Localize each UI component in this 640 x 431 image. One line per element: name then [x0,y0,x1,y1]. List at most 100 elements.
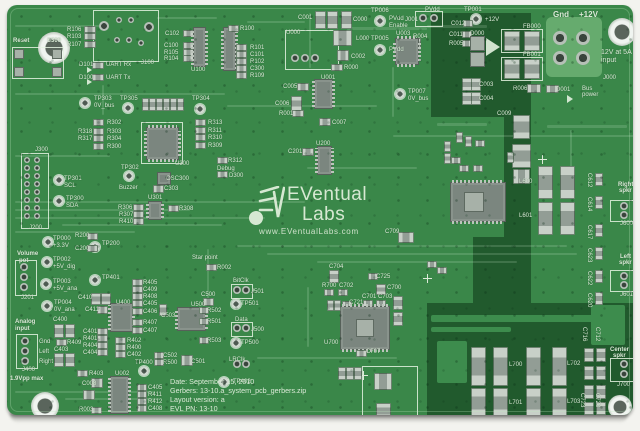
silkscreen-label: TP006 [371,8,389,14]
pin-header-pad [24,213,30,219]
test-point [231,299,241,309]
silkscreen-label: Analog [15,319,36,325]
smd-component [527,84,541,93]
through-hole-pad [20,273,28,281]
through-hole-pad [242,286,250,294]
smd-component [154,352,164,359]
smd-component [444,141,451,152]
silkscreen-label: C725 [376,274,391,280]
test-point [54,175,64,185]
test-point [375,16,385,26]
smd-component [524,31,540,51]
smd-component [91,407,102,414]
silkscreen-label: L000 [356,36,370,42]
smd-component [337,50,349,61]
smd-component [115,344,126,351]
smd-component [159,304,167,316]
smd-component [595,196,603,209]
note-layout-version: Layout version: a [170,395,225,404]
silkscreen-label: L701 [509,400,523,406]
smd-component [315,11,326,29]
silkscreen-label: D101 [79,62,94,68]
pin-header-pad [34,165,40,171]
silkscreen-label: 0V_bus [94,103,115,109]
smd-component [97,349,108,356]
silkscreen-label: J501 [251,289,265,295]
silkscreen-label: J500 [251,327,265,333]
silkscreen-label: C703 [378,294,393,300]
smd-component [133,211,144,218]
silkscreen-label: J100 [141,60,155,66]
silkscreen-label: input [15,326,30,332]
smd-component [538,202,553,235]
silkscreen-label: C404 [83,350,98,356]
smd-component [65,353,75,367]
smd-component [87,245,98,252]
smd-component [77,370,88,377]
smd-component [195,119,206,126]
silkscreen-label: C008 [82,381,97,387]
silkscreen-label: R318 [78,129,93,135]
silkscreen-label: FB000 [523,24,541,30]
logo-name-top: EVentual [287,184,368,205]
silkscreen-label: TP300 [66,196,84,202]
trace [570,130,572,185]
silkscreen-label: R402 [127,338,142,344]
smd-component [137,398,147,405]
test-point [123,103,133,113]
silkscreen-label: L600 [519,179,533,185]
silkscreen-label: C200 [75,246,90,252]
silkscreen-label: R412 [148,399,163,405]
diode-symbol-icon [486,38,500,56]
silkscreen-outline [16,334,38,369]
silkscreen-label: R317 [78,136,93,142]
smd-component [471,388,486,415]
note-gerbers: Gerbers: 13-10.a_system_pcb_gerbers.zip [170,386,307,395]
copper-channel [431,315,621,322]
pin-header-pad [34,157,40,163]
ic-chip [108,376,131,414]
silkscreen-label: S300 [47,38,62,44]
silkscreen-label: R102 [250,59,265,65]
smd-component [170,98,177,111]
test-point [80,98,90,108]
smd-component [354,367,362,380]
through-hole-pad [576,31,590,45]
silkscreen-label: C405 [148,385,163,391]
silkscreen-label: R304 [107,136,122,142]
silkscreen-label: BitClk [233,278,249,284]
silkscreen-label: R311 [208,128,222,134]
silkscreen-label: R312 [228,158,243,164]
smd-component [132,319,143,326]
smd-component [195,142,206,149]
ic-chip [157,172,171,185]
ic-chip-body [393,41,421,62]
silkscreen-label: C400 [53,317,68,323]
silkscreen-label: R100 [240,26,255,32]
silkscreen-label: TP301 [64,176,82,182]
smd-component [451,157,461,164]
silkscreen-outline [231,284,253,299]
silkscreen-label: C620 [586,293,592,308]
trace [15,25,105,27]
fiducial-cross-icon [359,371,368,380]
silkscreen-label: Left [620,254,631,260]
smd-component [217,171,228,178]
test-point [195,104,205,114]
silkscreen-label: TP303 [94,96,112,102]
through-hole-pad [20,263,28,271]
silkscreen-label: C405 [143,301,158,307]
silkscreen-label: TP402 [233,379,251,385]
test-point [219,377,229,387]
silkscreen-label: TP305 [120,96,138,102]
silkscreen-label: U000 [286,30,301,36]
silkscreen-label: C005 [283,84,298,90]
copper-pour [546,17,602,77]
smd-component [84,33,96,40]
smd-component [133,204,144,211]
smd-component [181,355,193,366]
silkscreen-label: L703 [567,399,581,405]
through-hole-pad [138,40,144,46]
smd-component [560,166,575,199]
ic-chip-body [113,379,126,411]
